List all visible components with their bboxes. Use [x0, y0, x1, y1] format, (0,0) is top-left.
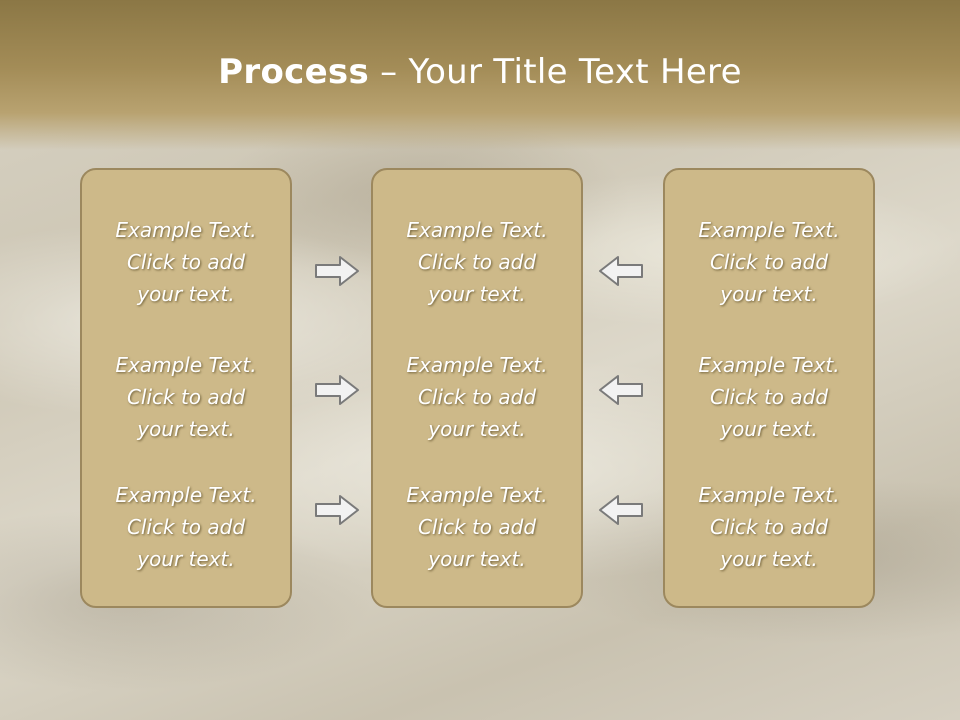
- text-line: your text.: [137, 282, 235, 306]
- text-line: Example Text.: [698, 218, 840, 242]
- text-line: Example Text.: [406, 353, 548, 377]
- text-line: Click to add: [709, 385, 829, 409]
- arrow-left-icon: [599, 256, 643, 286]
- text-placeholder[interactable]: Example Text. Click to add your text.: [665, 479, 873, 575]
- left-panel[interactable]: Example Text. Click to add your text. Ex…: [80, 168, 292, 608]
- title-band: [0, 0, 960, 150]
- text-placeholder[interactable]: Example Text. Click to add your text.: [82, 349, 290, 445]
- text-line: Example Text.: [115, 483, 257, 507]
- text-line: your text.: [720, 417, 818, 441]
- text-line: Example Text.: [406, 483, 548, 507]
- text-line: Click to add: [417, 250, 537, 274]
- text-placeholder[interactable]: Example Text. Click to add your text.: [373, 479, 581, 575]
- title-bold: Process: [218, 52, 370, 92]
- title-rest: – Your Title Text Here: [369, 52, 742, 92]
- arrow-left-icon: [599, 495, 643, 525]
- text-line: Click to add: [417, 385, 537, 409]
- text-placeholder[interactable]: Example Text. Click to add your text.: [373, 214, 581, 310]
- text-line: Example Text.: [406, 218, 548, 242]
- arrow-right-icon: [315, 495, 359, 525]
- text-line: your text.: [720, 282, 818, 306]
- text-placeholder[interactable]: Example Text. Click to add your text.: [665, 214, 873, 310]
- right-panel[interactable]: Example Text. Click to add your text. Ex…: [663, 168, 875, 608]
- text-placeholder[interactable]: Example Text. Click to add your text.: [82, 479, 290, 575]
- text-line: Click to add: [126, 250, 246, 274]
- text-placeholder[interactable]: Example Text. Click to add your text.: [82, 214, 290, 310]
- text-line: your text.: [428, 417, 526, 441]
- text-line: your text.: [428, 547, 526, 571]
- text-line: Example Text.: [698, 483, 840, 507]
- text-line: Click to add: [709, 250, 829, 274]
- arrow-right-icon: [315, 256, 359, 286]
- text-line: your text.: [137, 417, 235, 441]
- text-line: Example Text.: [115, 353, 257, 377]
- text-placeholder[interactable]: Example Text. Click to add your text.: [665, 349, 873, 445]
- text-line: Click to add: [126, 385, 246, 409]
- text-line: Example Text.: [115, 218, 257, 242]
- text-line: your text.: [137, 547, 235, 571]
- text-line: Click to add: [417, 515, 537, 539]
- arrow-left-icon: [599, 375, 643, 405]
- text-line: Click to add: [709, 515, 829, 539]
- middle-panel[interactable]: Example Text. Click to add your text. Ex…: [371, 168, 583, 608]
- text-line: Click to add: [126, 515, 246, 539]
- text-line: your text.: [428, 282, 526, 306]
- text-line: your text.: [720, 547, 818, 571]
- arrow-right-icon: [315, 375, 359, 405]
- text-placeholder[interactable]: Example Text. Click to add your text.: [373, 349, 581, 445]
- text-line: Example Text.: [698, 353, 840, 377]
- slide-title[interactable]: Process – Your Title Text Here: [0, 52, 960, 92]
